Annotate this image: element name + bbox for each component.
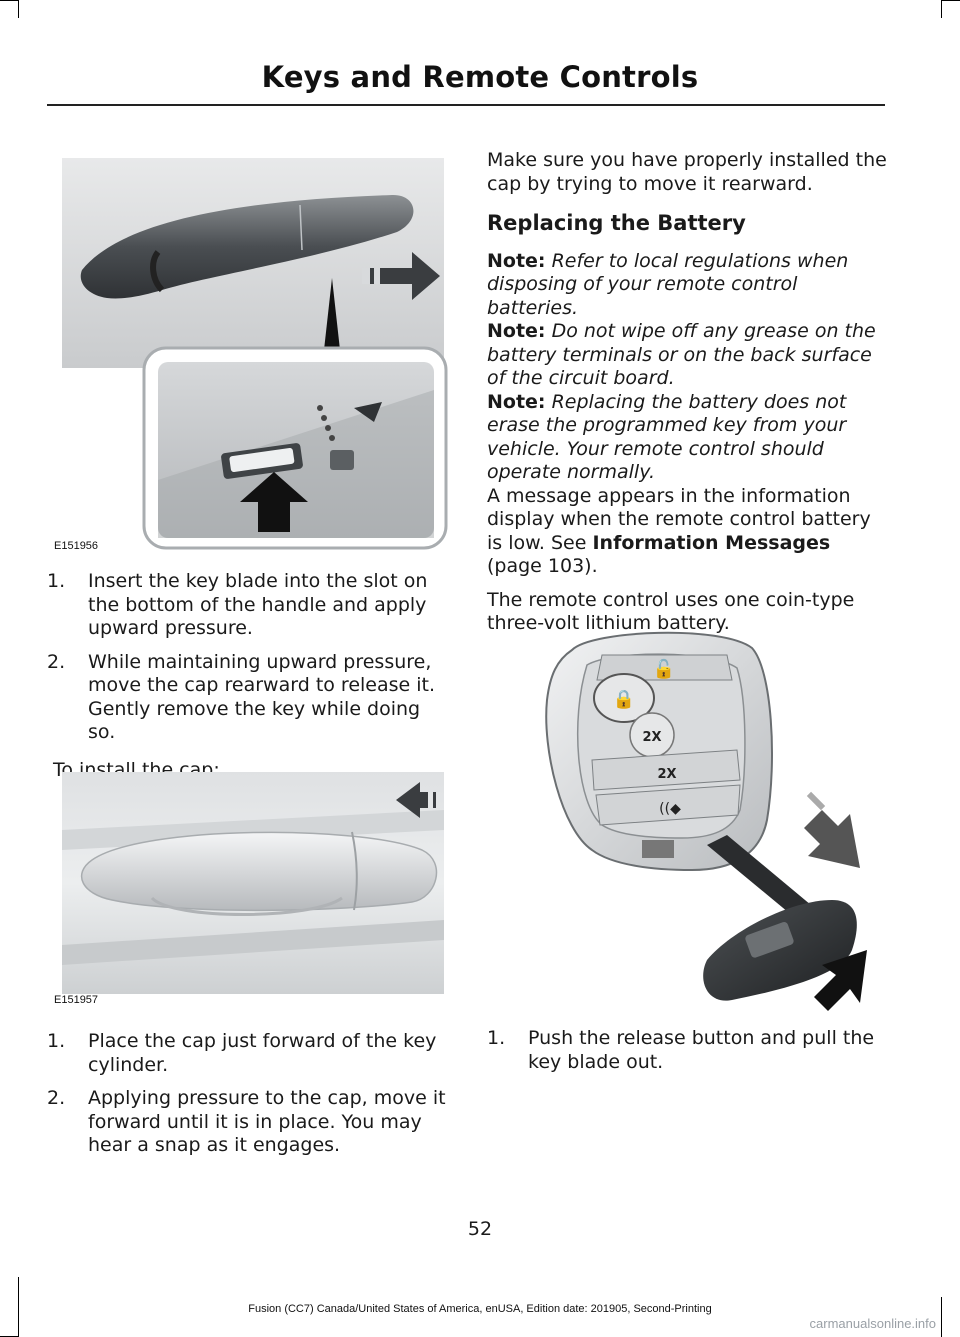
right-column: Make sure you have properly installed th… bbox=[487, 149, 887, 636]
figure-code: E151956 bbox=[54, 540, 99, 552]
svg-text:2X: 2X bbox=[657, 767, 676, 782]
list-item: 1. Insert the key blade into the slot on… bbox=[47, 570, 428, 639]
battery-paragraph: The remote control uses one coin-type th… bbox=[487, 588, 855, 635]
note: Note: Do not wipe off any grease on the … bbox=[487, 320, 876, 389]
page-number: 52 bbox=[467, 1218, 493, 1240]
footer: Fusion (CC7) Canada/United States of Ame… bbox=[248, 1303, 712, 1315]
left-column-bottom: 1. Place the cap just forward of the key… bbox=[47, 1030, 452, 1168]
header-rule bbox=[47, 104, 885, 106]
note: Note: Refer to local regulations when di… bbox=[487, 249, 849, 319]
door-handle-cap-install-figure: E151957 bbox=[54, 770, 450, 1010]
left-column-top: 1. Insert the key blade into the slot on… bbox=[47, 570, 452, 782]
figure-code: E151957 bbox=[54, 994, 99, 1006]
lock-icon: 🔒 bbox=[593, 673, 655, 723]
crop-mark bbox=[0, 0, 18, 1]
crop-mark bbox=[941, 1297, 942, 1337]
door-handle-illustration bbox=[62, 158, 448, 550]
list-item: 2. While maintaining upward pressure, mo… bbox=[47, 650, 436, 744]
key-fob-illustration: 🔓 🔒 2X 2X ((◆ bbox=[545, 631, 867, 1011]
svg-text:🔓: 🔓 bbox=[653, 658, 675, 680]
cross-reference-link[interactable]: Information Messages bbox=[592, 531, 831, 554]
list-item: 1. Place the cap just forward of the key… bbox=[47, 1030, 437, 1076]
remote-start-2x-icon: 2X bbox=[629, 712, 675, 758]
door-handle-cap-removal-figure: E151956 bbox=[54, 150, 450, 555]
note: Note: Replacing the battery does not era… bbox=[487, 390, 847, 484]
message-paragraph: A message appears in the information dis… bbox=[487, 484, 871, 578]
section-heading: Replacing the Battery bbox=[487, 211, 746, 235]
watermark: carmanualsonline.info bbox=[809, 1316, 936, 1331]
list-item: 2. Applying pressure to the cap, move it… bbox=[47, 1087, 446, 1156]
list-item: 1. Push the release button and pull the … bbox=[487, 1027, 875, 1073]
page-title: Keys and Remote Controls bbox=[261, 60, 699, 94]
svg-text:((◆: ((◆ bbox=[659, 801, 681, 817]
intro-paragraph: Make sure you have properly installed th… bbox=[487, 149, 887, 195]
svg-text:🔒: 🔒 bbox=[613, 689, 635, 710]
panic-icon: ((◆ bbox=[595, 784, 741, 826]
crop-mark bbox=[18, 0, 19, 18]
right-column-step: 1. Push the release button and pull the … bbox=[487, 1027, 887, 1084]
crop-mark bbox=[942, 0, 960, 1]
trunk-2x-icon: 2X bbox=[591, 749, 741, 791]
crop-mark bbox=[941, 0, 942, 18]
svg-text:2X: 2X bbox=[642, 730, 661, 745]
key-fob-figure: 🔓 🔒 2X 2X ((◆ bbox=[532, 630, 892, 1015]
crop-mark bbox=[18, 1277, 19, 1337]
door-handle-install-illustration bbox=[62, 772, 444, 994]
